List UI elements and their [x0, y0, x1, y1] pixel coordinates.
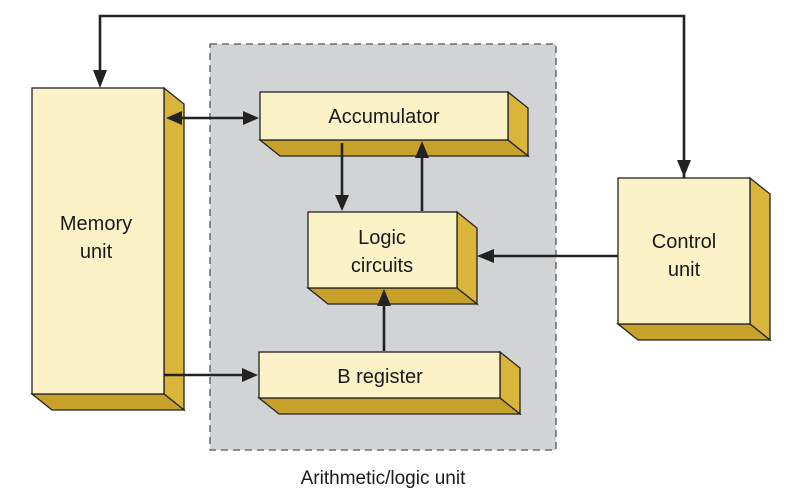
control-unit-block: Control unit — [616, 176, 772, 342]
control-unit-label-line1: Control — [652, 231, 716, 253]
b-register-label: B register — [337, 366, 423, 388]
accumulator-to-logic-arrow — [335, 143, 349, 211]
memory-unit-label-line2: unit — [80, 241, 113, 263]
logic-circuits-label-line1: Logic — [358, 227, 406, 249]
memory-unit-block: Memory unit — [30, 86, 186, 412]
arrowhead-up-into-accumulator — [415, 141, 429, 158]
accumulator-block: Accumulator — [258, 90, 530, 158]
b-register-block: B register — [257, 350, 522, 416]
memory-to-b-register-arrow — [164, 368, 258, 382]
arrowhead-down-into-logic — [335, 195, 349, 211]
memory-accumulator-bidirectional-arrow — [166, 111, 259, 125]
control-to-memory-connector — [93, 14, 691, 178]
logic-to-accumulator-arrow — [415, 141, 429, 211]
arrowhead-into-accumulator — [243, 111, 259, 125]
control-unit-label-line2: unit — [668, 259, 701, 281]
arrowhead-into-logic-side — [477, 249, 494, 263]
b-register-to-logic-arrow — [377, 289, 391, 351]
arrowhead-up-into-logic — [377, 289, 391, 306]
control-to-logic-arrow — [477, 249, 618, 263]
memory-unit-label-line1: Memory — [60, 213, 132, 235]
alu-label: Arithmetic/logic unit — [301, 468, 466, 489]
logic-circuits-label-line2: circuits — [351, 255, 413, 277]
accumulator-label: Accumulator — [328, 106, 439, 128]
arrowhead-into-b-register — [242, 368, 258, 382]
arrowhead-into-memory — [93, 70, 107, 88]
logic-circuits-block: Logic circuits — [306, 210, 479, 306]
arrowhead-into-memory-side — [166, 111, 182, 125]
arrowhead-into-control — [677, 160, 691, 177]
